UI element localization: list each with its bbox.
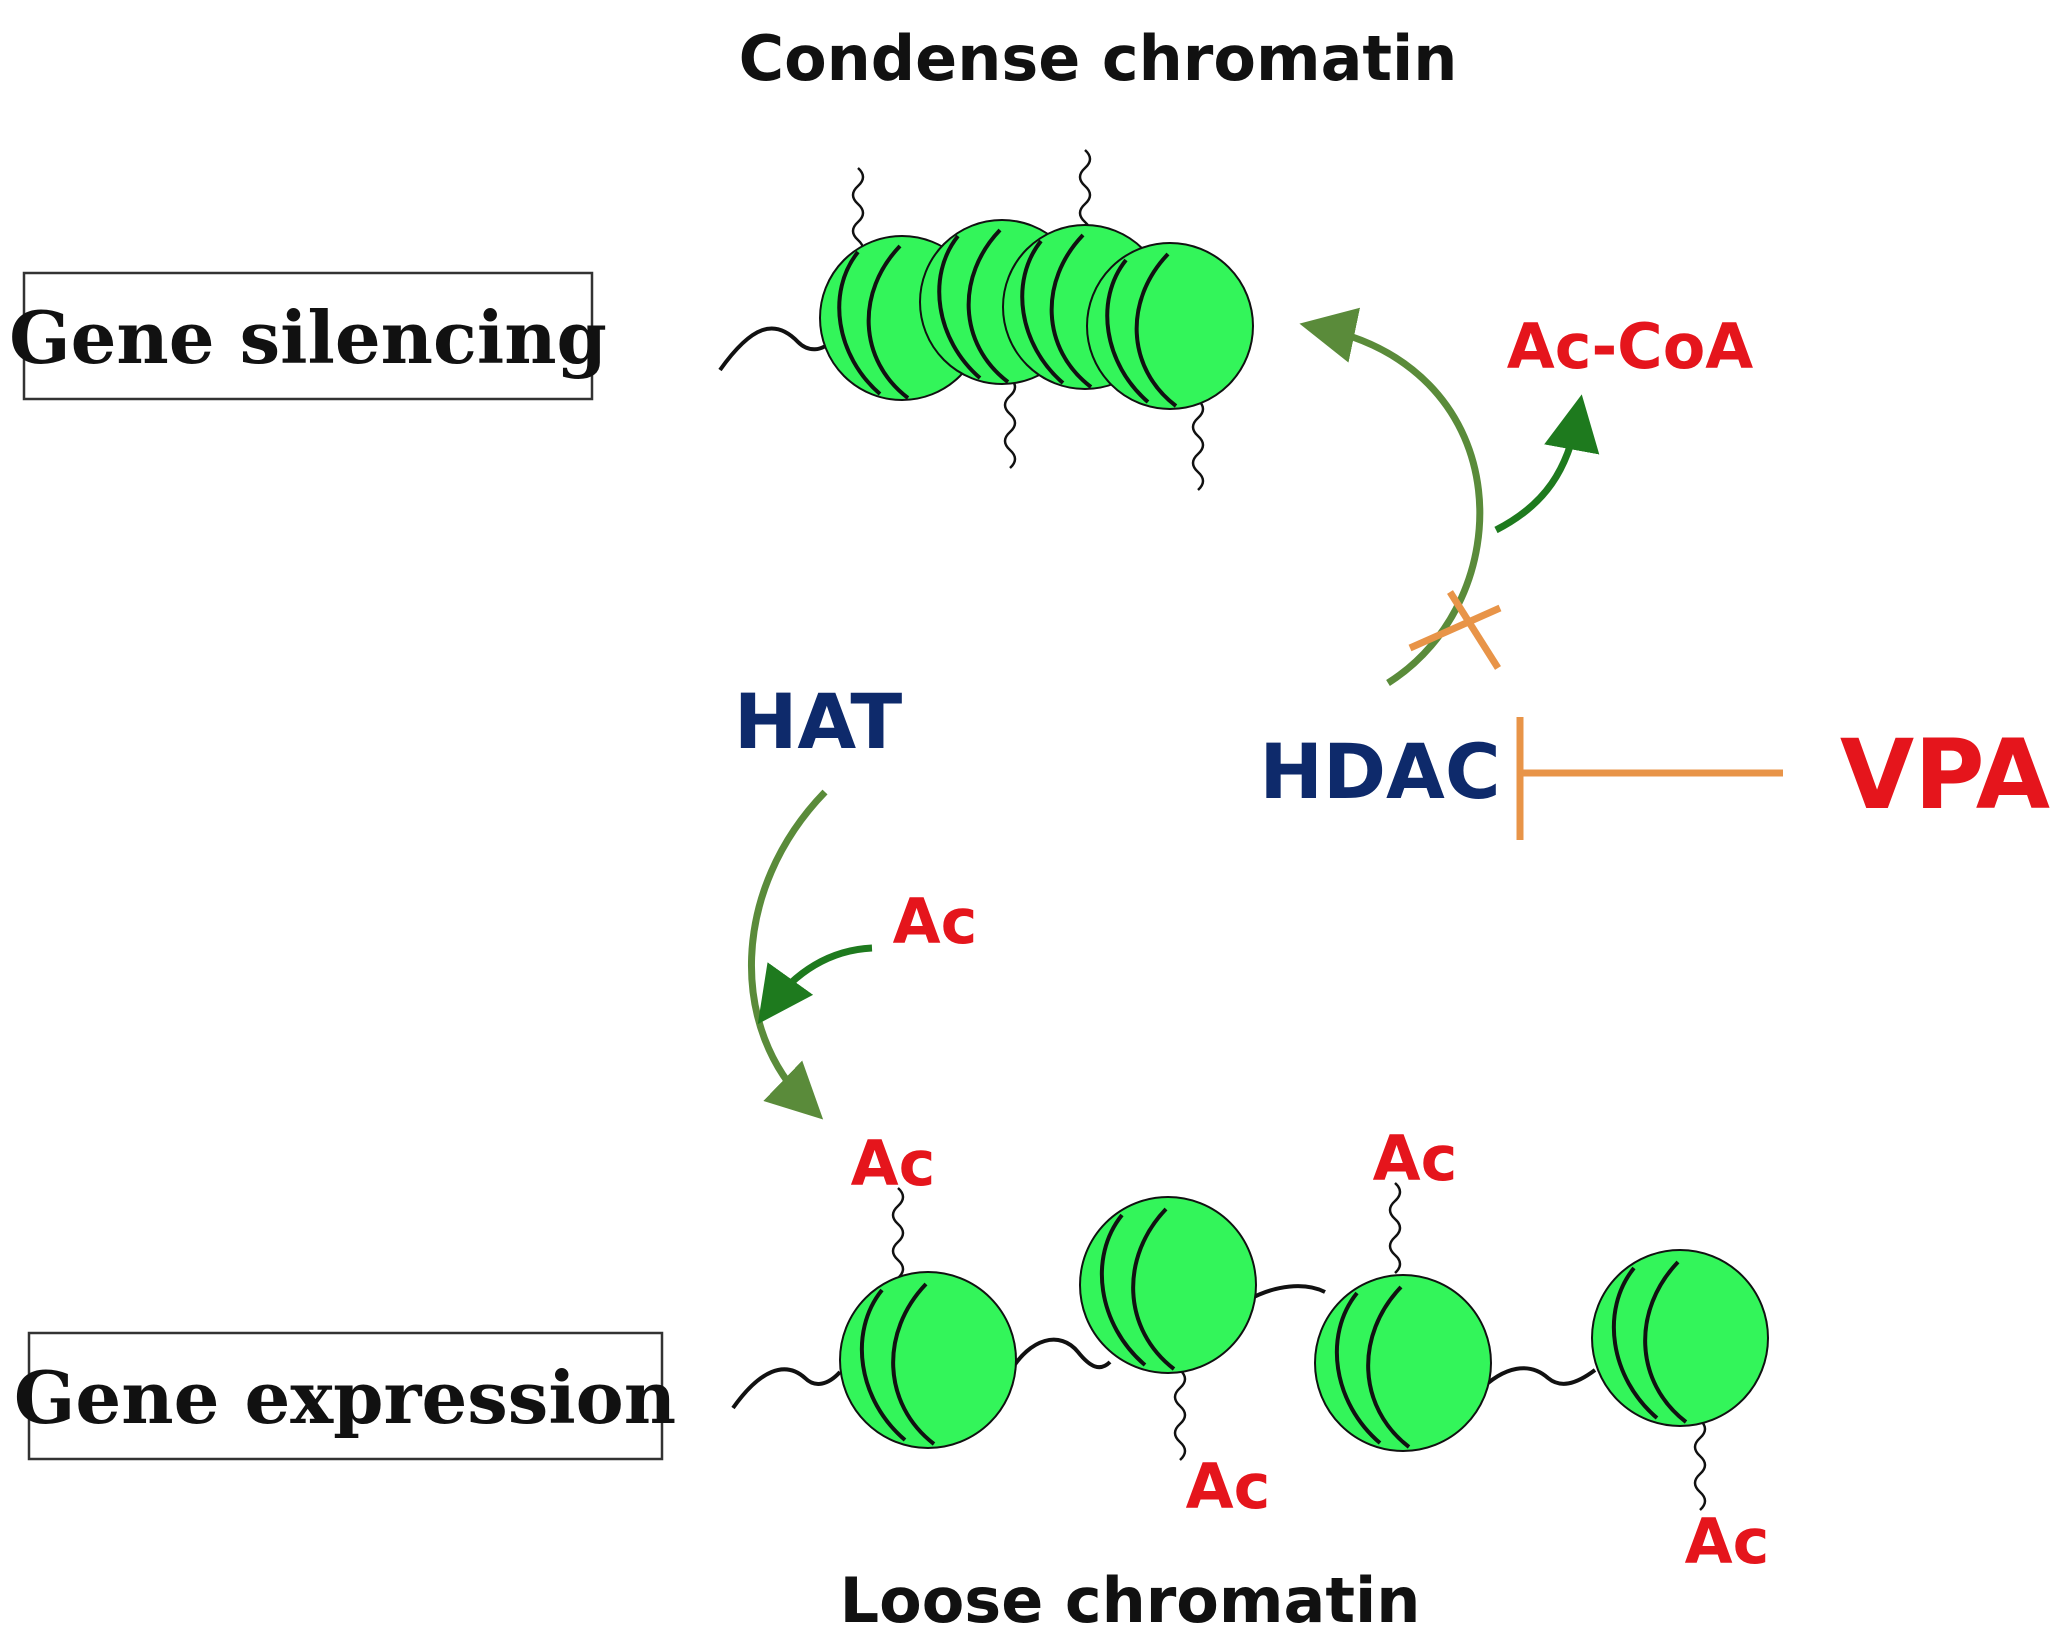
dna-linker xyxy=(1247,1284,1326,1302)
histone-tail-icon xyxy=(851,167,865,259)
loose-chromatin-title: Loose chromatin xyxy=(840,1564,1421,1637)
histone-tail-icon xyxy=(1388,1182,1402,1274)
gene-expression-box: Gene expression xyxy=(14,1331,676,1461)
histone-tail-icon xyxy=(891,1187,905,1279)
histone-tail-icon xyxy=(1693,1419,1707,1511)
nucleosome-icon xyxy=(1314,1274,1492,1452)
ac-coa-release-arrow xyxy=(1494,394,1600,534)
dna-linker xyxy=(1008,1337,1112,1374)
nucleosome-icon xyxy=(1591,1249,1769,1427)
histone-tail-icon xyxy=(1191,399,1205,491)
ac-label: Ac xyxy=(893,885,978,958)
t-bar-inhibition-icon xyxy=(1516,717,1783,840)
histone-tail-icon xyxy=(1003,377,1017,469)
nucleosome-icon xyxy=(1086,242,1254,410)
dna-linker xyxy=(731,1367,842,1410)
histone-tail-icon xyxy=(1078,149,1092,241)
ac-label: Ac xyxy=(1685,1505,1770,1578)
x-block-icon xyxy=(1408,590,1502,670)
dna-linker xyxy=(718,326,834,372)
dna-linker xyxy=(1476,1366,1597,1394)
gene-expression-label: Gene expression xyxy=(14,1355,676,1440)
nucleosome-icon xyxy=(839,1271,1017,1449)
hat-acetylation-arrow xyxy=(748,789,828,1120)
condensed-chromatin xyxy=(718,149,1254,491)
histone-tail-icon xyxy=(1173,1369,1187,1461)
ac-label: Ac xyxy=(1373,1122,1458,1195)
gene-silencing-box: Gene silencing xyxy=(9,271,607,401)
ac-label: Ac xyxy=(851,1127,936,1200)
acetyl-addition-arrow xyxy=(757,944,873,1025)
gene-silencing-label: Gene silencing xyxy=(9,295,607,380)
vpa-label: VPA xyxy=(1840,719,2050,831)
ac-coa-label: Ac-CoA xyxy=(1507,310,1754,383)
hdac-label: HDAC xyxy=(1259,727,1500,816)
loose-chromatin xyxy=(731,1182,1769,1511)
hat-label: HAT xyxy=(734,677,903,766)
condense-chromatin-title: Condense chromatin xyxy=(739,22,1458,95)
ac-label: Ac xyxy=(1186,1450,1271,1523)
nucleosome-icon xyxy=(1079,1196,1257,1374)
